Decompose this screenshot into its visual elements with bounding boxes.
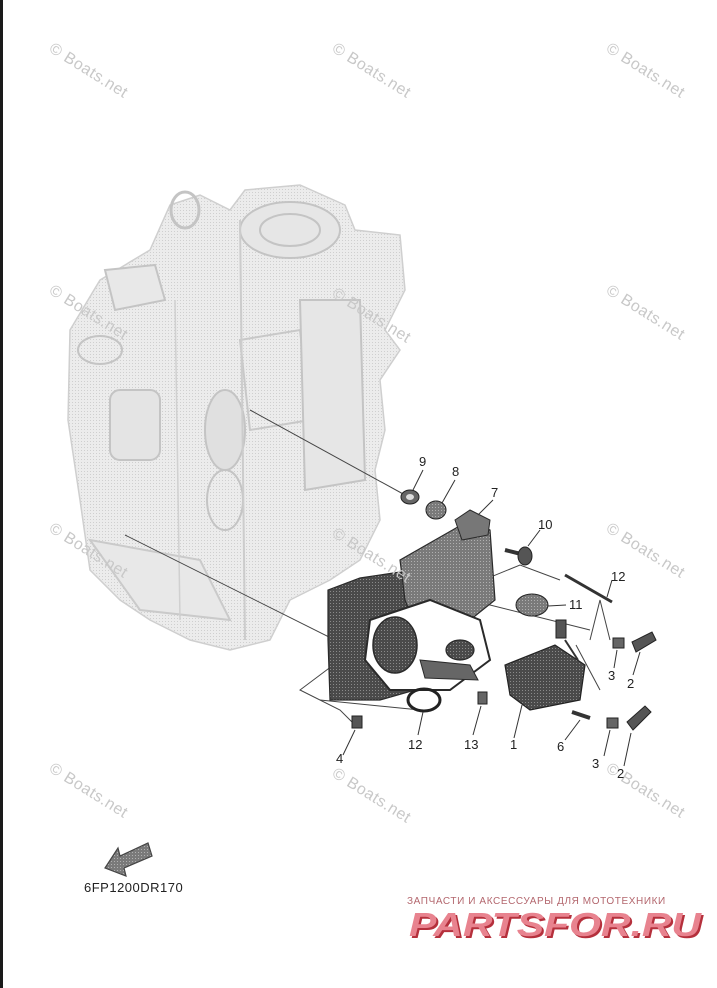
part-label-11: 12 [408,737,423,752]
part-6-grommet [425,500,447,520]
partsfor-logo: PARTSFOR.RU PARTSFOR.RU [409,907,704,943]
logo-text: PARTSFOR.RU [409,907,702,943]
part-label-3-lower: 3 [592,756,600,771]
page-left-border [0,0,3,988]
front-arrow-icon [104,842,153,877]
part-8-bolt [504,546,533,566]
part-label-4: 6 [557,739,565,754]
part-4-screw [571,710,591,720]
part-7-washer [400,489,420,505]
part-label-1: 1 [510,737,518,752]
part-label-13: 13 [464,737,479,752]
callout-lines [342,469,641,767]
part-label-3-upper: 3 [608,668,616,683]
brand-tagline: ЗАПЧАСТИ И АКСЕССУАРЫ ДЛЯ МОТОТЕХНИКИ [407,896,666,907]
part-label-6: 8 [452,464,460,479]
part-10-clamp [515,593,549,617]
part-2-bolt [626,631,657,731]
part-label-2-upper: 2 [627,676,635,691]
svg-text:PARTSFOR.RU: PARTSFOR.RU [411,908,704,943]
part-label-5: 7 [491,485,499,500]
part-9-bolt [351,715,363,729]
mounting-bracket [327,509,496,701]
part-11-clamp [406,687,442,713]
part-label-7: 9 [419,454,427,469]
part-label-8: 10 [538,517,553,532]
part-label-9: 4 [336,751,344,766]
part-1-switch-assembly [504,619,586,711]
part-label-12: 12 [611,569,626,584]
part-3-nut [606,637,625,729]
part-label-10: 11 [569,597,583,612]
engine-block-ghost [67,184,406,651]
part-12-rod [564,573,613,604]
part-label-2-lower: 2 [617,766,625,781]
part-13-grommet [477,691,488,705]
diagram-code: 6FP1200DR170 [84,880,184,895]
